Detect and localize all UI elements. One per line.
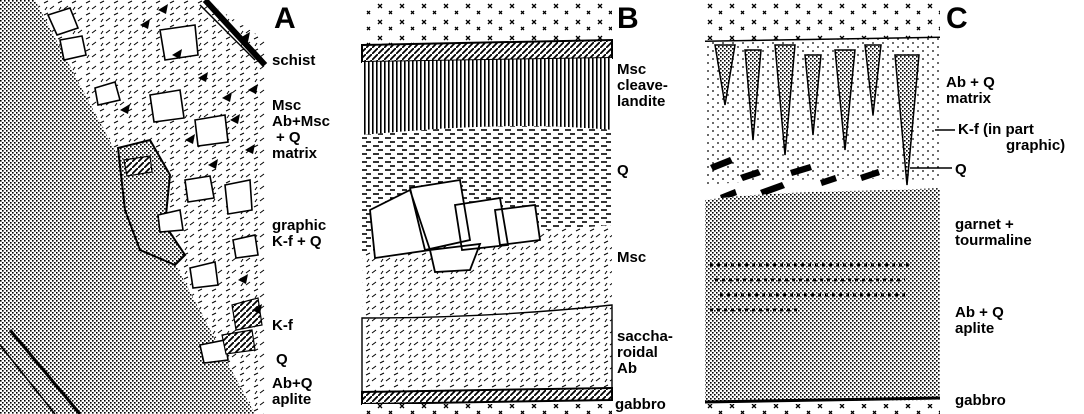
label-matrix: matrix: [272, 146, 317, 161]
bottom-hatch: [362, 388, 612, 404]
label-matrix: matrix: [946, 91, 991, 106]
label-schist: schist: [272, 53, 315, 68]
label-kf: K-f: [272, 318, 293, 333]
label-ab: Ab: [617, 361, 637, 376]
label-plus-q: + Q: [276, 130, 301, 145]
cleavelandite-zone: [362, 58, 612, 135]
label-kf-q: K-f + Q: [272, 234, 322, 249]
label-tourmaline: tourmaline: [955, 233, 1032, 248]
label-garnet: garnet +: [955, 217, 1014, 232]
label-gabbro: gabbro: [615, 397, 666, 412]
label-aplite: aplite: [272, 392, 311, 407]
label-msc-top: Msc: [617, 62, 646, 77]
gabbro-top: [362, 0, 612, 45]
gabbro-bottom: [362, 404, 612, 414]
label-graphic: graphic: [272, 218, 326, 233]
label-ab-msc: Ab+Msc: [272, 114, 330, 129]
gabbro-top: [705, 0, 940, 40]
label-ab-q2: Ab + Q: [955, 305, 1004, 320]
panel-b-letter: B: [617, 4, 639, 34]
label-q: Q: [276, 352, 288, 367]
label-landite: landite: [617, 94, 665, 109]
saccharoidal-ab-zone: [362, 305, 612, 392]
label-q: Q: [617, 163, 629, 178]
gabbro-bottom: [705, 404, 940, 414]
panel-c-letter: C: [946, 4, 968, 34]
label-ab-q: Ab + Q: [946, 75, 995, 90]
label-msc: Msc: [617, 250, 646, 265]
label-graphic: graphic): [1006, 138, 1065, 153]
label-ab-q: Ab+Q: [272, 376, 312, 391]
label-gabbro: gabbro: [955, 393, 1006, 408]
panel-a-letter: A: [274, 4, 296, 34]
label-q: Q: [955, 162, 967, 177]
label-kf: K-f (in part: [958, 122, 1034, 137]
label-saccha: saccha-: [617, 329, 673, 344]
panel-c: [705, 0, 955, 414]
panel-b: [362, 0, 612, 414]
label-msc: Msc: [272, 98, 301, 113]
panel-a: [0, 0, 265, 414]
label-aplite: aplite: [955, 321, 994, 336]
label-cleave: cleave-: [617, 78, 668, 93]
label-roidal: roidal: [617, 345, 658, 360]
